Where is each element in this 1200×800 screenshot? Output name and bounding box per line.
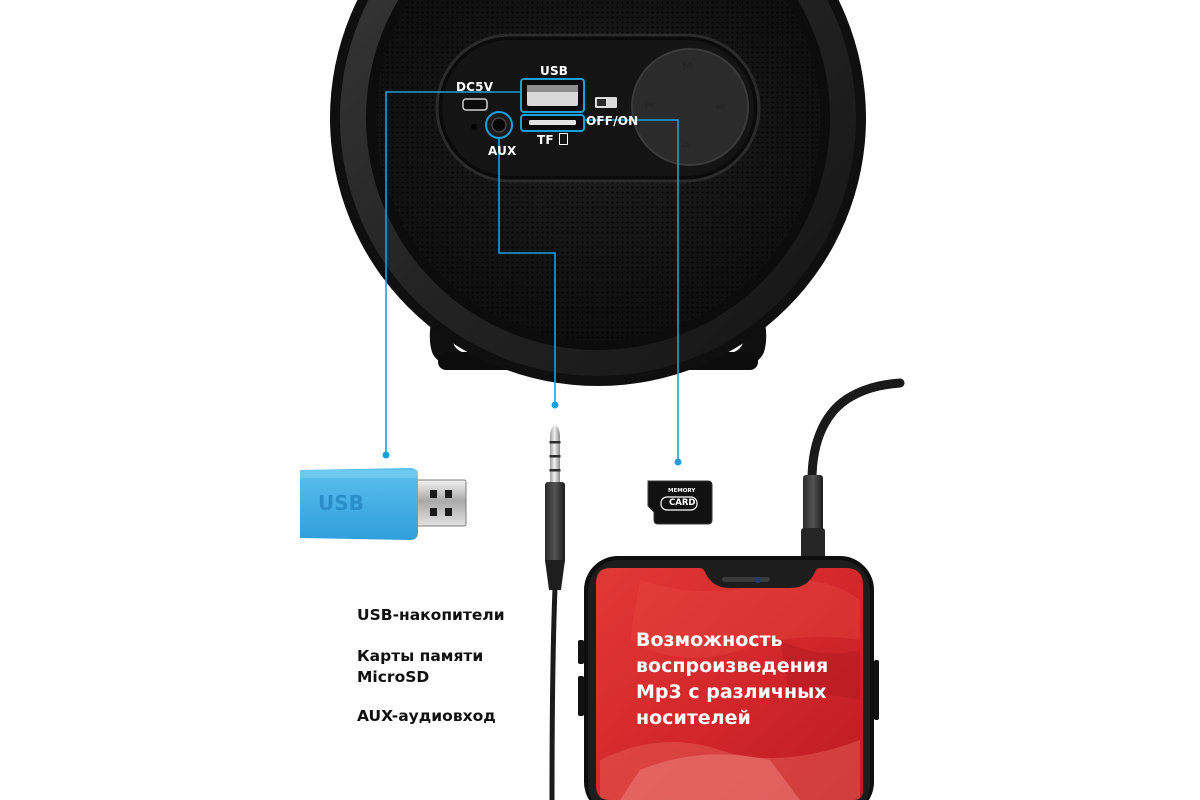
tf-slot-label: TF bbox=[537, 133, 568, 147]
phone-headline-line: Mp3 с различных bbox=[636, 681, 827, 703]
phone-headline-line: воспроизведения bbox=[636, 655, 829, 677]
feature-microsd-cards: Карты памяти MicroSD bbox=[357, 647, 484, 686]
micro-usb-port-icon[interactable] bbox=[462, 98, 488, 111]
audio-cable-icon bbox=[801, 378, 905, 562]
feature-aux-input: AUX-аудиовход bbox=[357, 707, 496, 725]
phone-headline-line: Возможность bbox=[636, 629, 783, 651]
memory-card-line2: CARD bbox=[669, 498, 696, 508]
play-pause-button[interactable]: ⏯ bbox=[681, 138, 690, 151]
aux-label: AUX bbox=[488, 144, 517, 158]
memory-card-icon bbox=[647, 480, 713, 525]
usb-port-label: USB bbox=[540, 64, 569, 78]
phone-screen bbox=[596, 568, 863, 800]
audio-plug-icon bbox=[545, 425, 565, 800]
next-button[interactable]: ⏭ bbox=[716, 99, 726, 112]
callout-dots bbox=[382, 401, 682, 466]
smartphone-icon bbox=[578, 556, 879, 800]
feature-usb-drives: USB-накопители bbox=[357, 606, 505, 624]
memory-card-line1: MEMORY bbox=[668, 488, 696, 494]
prev-button[interactable]: ⏮ bbox=[645, 99, 655, 112]
control-disc[interactable] bbox=[631, 48, 749, 166]
callout-lines bbox=[385, 91, 679, 462]
tf-card-icon bbox=[558, 133, 568, 145]
phone-headline: Возможность воспроизведения Mp3 с различ… bbox=[636, 627, 868, 731]
phone-headline-line: носителей bbox=[636, 707, 751, 729]
dc-label: DC5V bbox=[456, 80, 494, 94]
power-switch-label: OFF/ON bbox=[586, 114, 639, 128]
control-panel bbox=[435, 33, 761, 183]
mode-button[interactable]: M bbox=[682, 60, 693, 73]
usb-stick-label: USB bbox=[318, 491, 364, 515]
usb-stick-icon bbox=[300, 468, 467, 540]
